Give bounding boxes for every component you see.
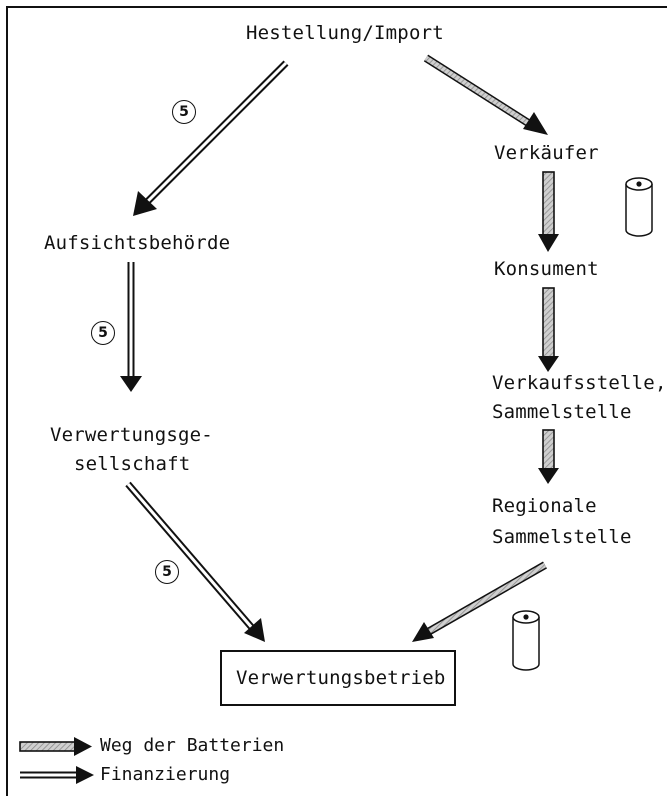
arrow-konsument-verkaufsstelle bbox=[538, 287, 559, 372]
arrow-hestellung-aufsicht bbox=[133, 60, 289, 216]
diagram-frame bbox=[6, 6, 667, 796]
node-konsument: Konsument bbox=[494, 258, 599, 280]
arrow-verkaeufer-konsument bbox=[538, 171, 559, 252]
arrow-aufsicht-verwertungsges bbox=[120, 262, 142, 392]
marker-5-verwertungsges-betrieb: 5 bbox=[155, 560, 179, 584]
arrow-regionale-betrieb bbox=[412, 561, 547, 642]
legend-arrow-financing bbox=[20, 766, 94, 784]
node-regionale-line1: Regionale bbox=[492, 495, 597, 517]
node-verwertungsbetrieb-box: Verwertungsbetrieb bbox=[220, 650, 456, 706]
marker-5-aufsicht-verwertungsges: 5 bbox=[91, 321, 115, 345]
battery-icon bbox=[625, 177, 653, 237]
battery-icon bbox=[512, 610, 540, 671]
node-verkaeufer: Verkäufer bbox=[494, 142, 599, 164]
arrow-verwertungsges-betrieb bbox=[125, 481, 265, 642]
node-verwertungsgesellschaft-line2: sellschaft bbox=[74, 453, 191, 475]
node-regionale-line2: Sammelstelle bbox=[492, 526, 632, 548]
marker-5-hestellung-aufsicht: 5 bbox=[172, 100, 196, 124]
node-verkaufsstelle-line1: Verkaufsstelle, bbox=[492, 372, 667, 394]
legend-arrow-batteries bbox=[19, 737, 92, 756]
legend-label-financing: Finanzierung bbox=[100, 764, 231, 785]
arrow-hestellung-verkaeufer bbox=[423, 54, 548, 135]
node-verwertungsbetrieb: Verwertungsbetrieb bbox=[236, 667, 446, 689]
node-hestellung-import: Hestellung/Import bbox=[246, 22, 444, 44]
legend-label-batteries: Weg der Batterien bbox=[100, 735, 285, 756]
node-verkaufsstelle-line2: Sammelstelle bbox=[492, 401, 632, 423]
node-verwertungsgesellschaft-line1: Verwertungsge- bbox=[50, 424, 213, 446]
node-aufsichtsbehoerde: Aufsichtsbehörde bbox=[44, 232, 231, 254]
arrow-verkaufsstelle-regionale bbox=[538, 429, 559, 484]
